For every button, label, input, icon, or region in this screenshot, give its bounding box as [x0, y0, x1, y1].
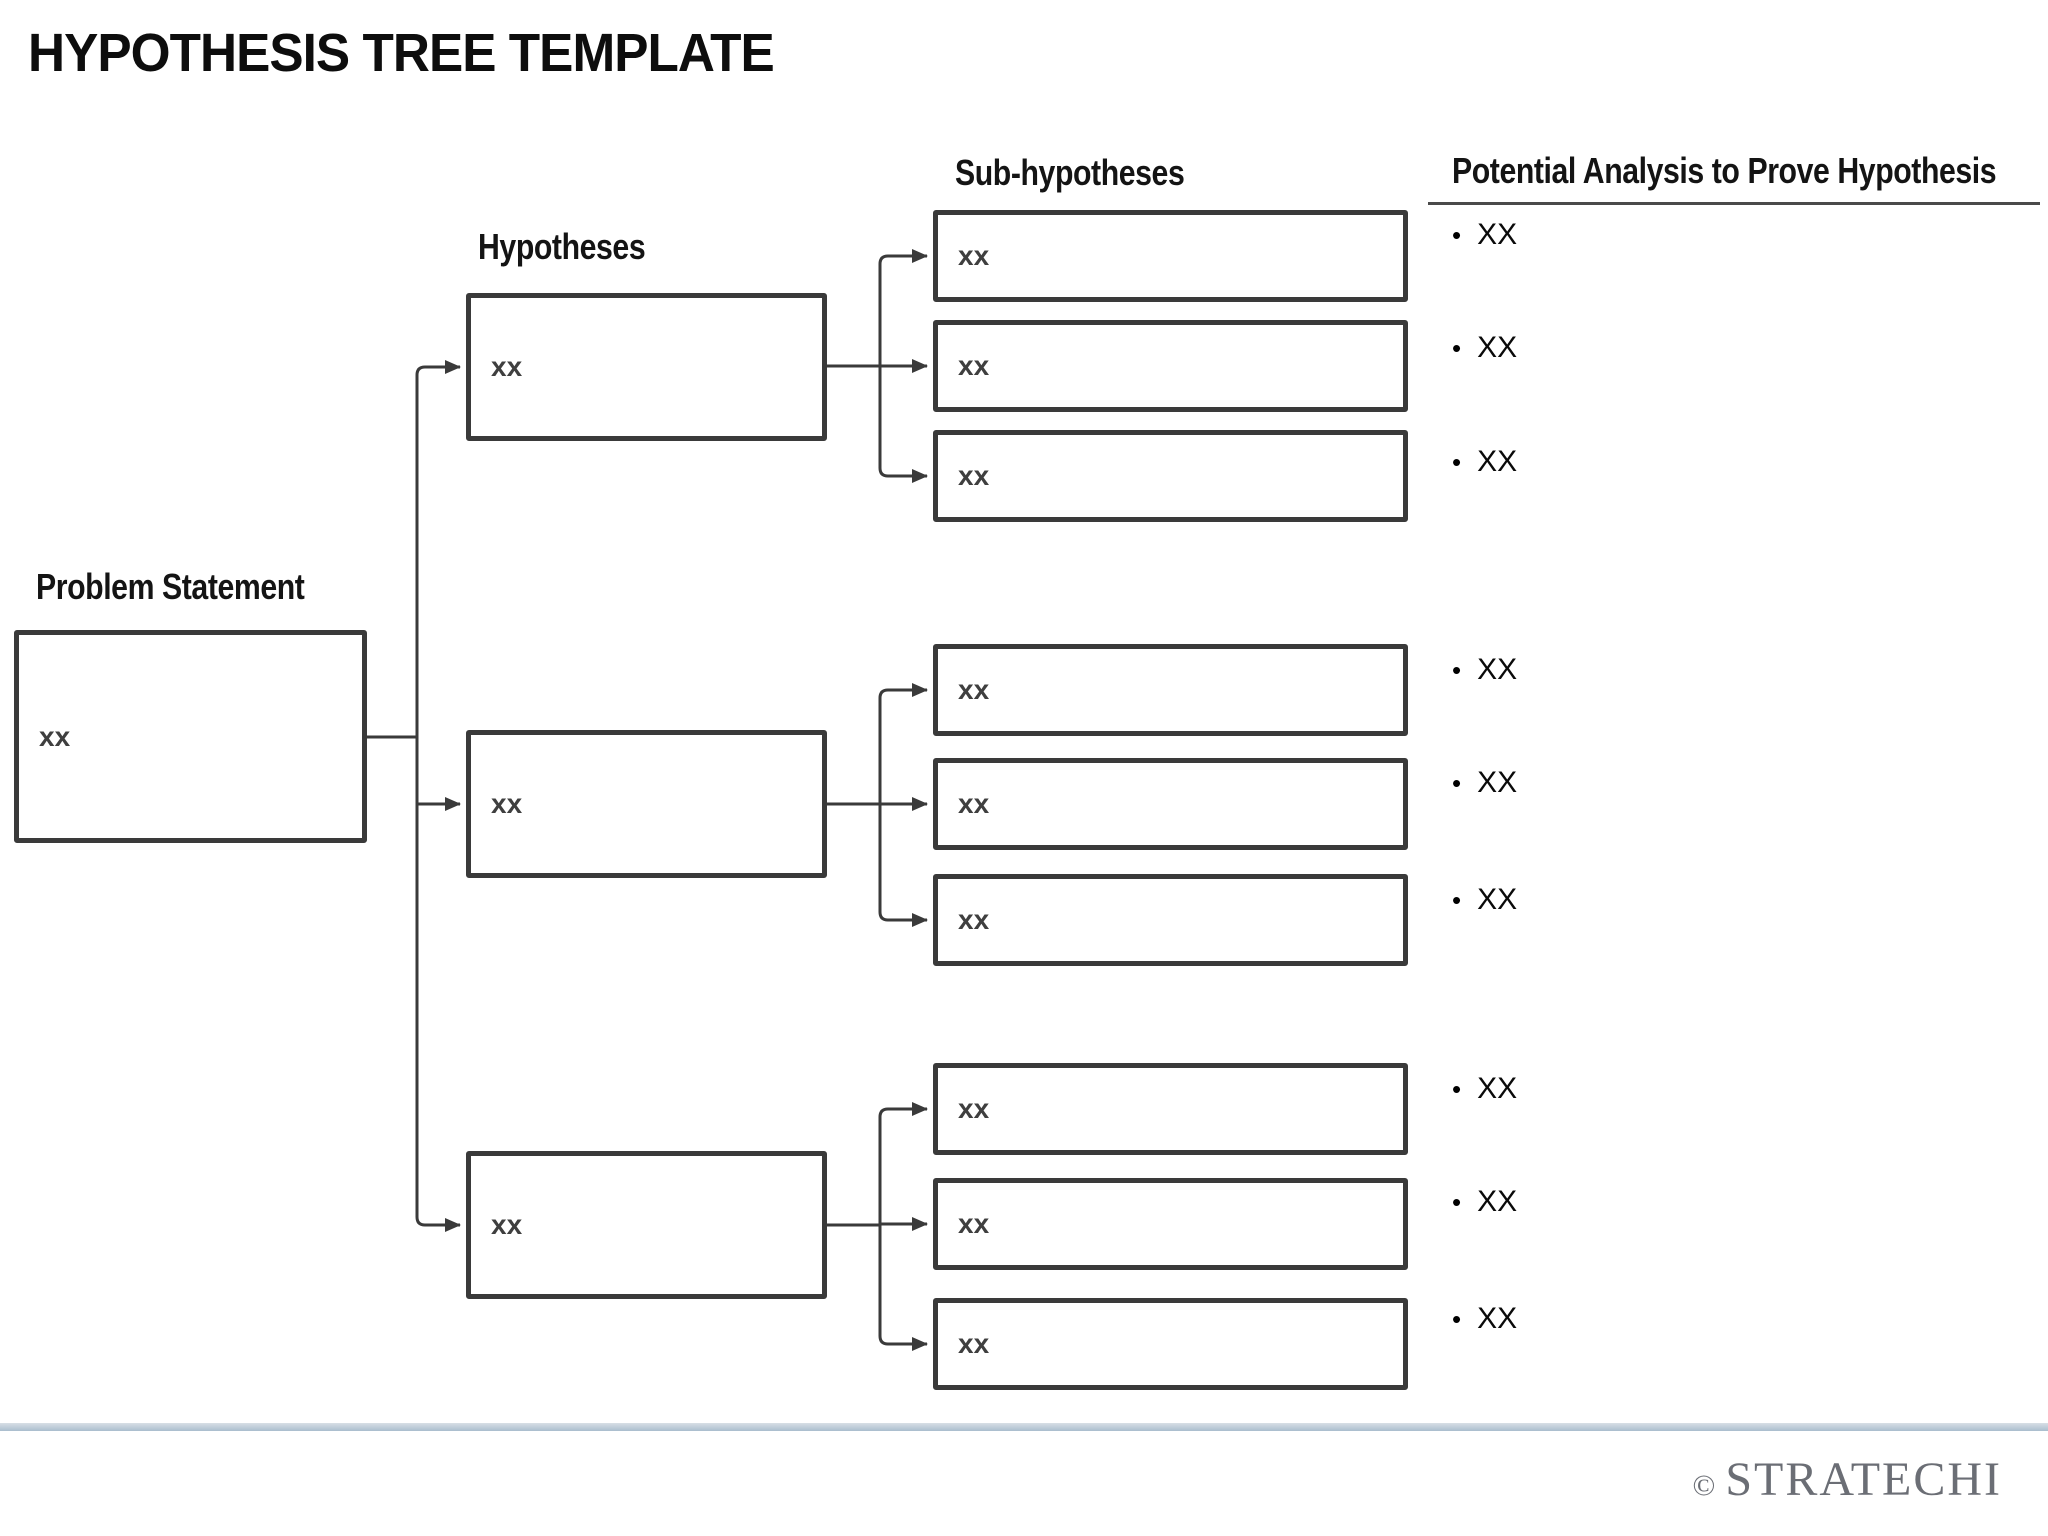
- analysis-bullet: • XX: [1452, 444, 1517, 480]
- bullet-label: XX: [1477, 653, 1518, 686]
- box-placeholder-label: xx: [958, 1093, 990, 1124]
- column-header-potential-analysis: Potential Analysis to Prove Hypothesis: [1452, 150, 1997, 191]
- analysis-bullet: • XX: [1452, 1301, 1517, 1337]
- box-placeholder-label: xx: [491, 351, 523, 382]
- bullet-label: XX: [1477, 883, 1518, 916]
- column-header-hypotheses: Hypotheses: [478, 226, 646, 267]
- bullet-dot: •: [1452, 885, 1462, 915]
- analysis-bullet: • XX: [1452, 217, 1517, 253]
- bullet-label: XX: [1477, 766, 1518, 799]
- arrow-g2-sub1: [878, 683, 928, 699]
- analysis-bullet: • XX: [1452, 1184, 1517, 1220]
- box-placeholder-label: xx: [958, 904, 990, 935]
- box-placeholder-label: xx: [958, 350, 990, 381]
- arrow-g3-sub1: [878, 1102, 928, 1118]
- bullet-dot: •: [1452, 768, 1462, 798]
- bullet-label: XX: [1477, 445, 1518, 478]
- box-placeholder-label: xx: [958, 240, 990, 271]
- bullet-dot: •: [1452, 333, 1462, 363]
- arrow-g1-sub1: [878, 249, 928, 265]
- brand-name: STRATECHI: [1725, 1453, 2002, 1506]
- bullet-dot: •: [1452, 447, 1462, 477]
- bullet-label: XX: [1477, 1072, 1518, 1105]
- box-placeholder-label: xx: [491, 788, 523, 819]
- column-header-problem-statement: Problem Statement: [36, 566, 305, 607]
- hypothesis-box-1: xx: [466, 293, 827, 441]
- bullet-label: XX: [1477, 1302, 1518, 1335]
- problem-statement-box: xx: [14, 630, 367, 843]
- sub-hypothesis-box-1-3: xx: [933, 430, 1408, 522]
- analysis-bullet: • XX: [1452, 882, 1517, 918]
- bullet-dot: •: [1452, 220, 1462, 250]
- box-placeholder-label: xx: [958, 460, 990, 491]
- sub-hypothesis-box-3-3: xx: [933, 1298, 1408, 1390]
- hypothesis-box-3: xx: [466, 1151, 827, 1299]
- analysis-bullet: • XX: [1452, 1071, 1517, 1107]
- box-placeholder-label: xx: [39, 720, 71, 752]
- arrow-g2-sub3: [878, 911, 928, 927]
- box-placeholder-label: xx: [958, 1208, 990, 1239]
- analysis-bullet: • XX: [1452, 765, 1517, 801]
- bullet-dot: •: [1452, 1304, 1462, 1334]
- box-placeholder-label: xx: [958, 788, 990, 819]
- header-underline: [1428, 202, 2040, 205]
- arrow-to-hypothesis-1: [415, 360, 461, 376]
- sub-hypothesis-box-2-1: xx: [933, 644, 1408, 736]
- footer-divider-bar: [0, 1423, 2048, 1431]
- bullet-dot: •: [1452, 1187, 1462, 1217]
- bullet-label: XX: [1477, 331, 1518, 364]
- arrow-g3-sub3: [878, 1335, 928, 1351]
- copyright-symbol: ©: [1692, 1469, 1716, 1502]
- analysis-bullet: • XX: [1452, 652, 1517, 688]
- bullet-label: XX: [1477, 218, 1518, 251]
- sub-hypothesis-box-3-2: xx: [933, 1178, 1408, 1270]
- box-placeholder-label: xx: [958, 674, 990, 705]
- arrow-g1-sub3: [878, 467, 928, 483]
- sub-hypothesis-box-3-1: xx: [933, 1063, 1408, 1155]
- analysis-bullet: • XX: [1452, 330, 1517, 366]
- sub-hypothesis-box-2-3: xx: [933, 874, 1408, 966]
- box-placeholder-label: xx: [958, 1328, 990, 1359]
- column-header-sub-hypotheses: Sub-hypotheses: [955, 152, 1185, 193]
- box-placeholder-label: xx: [491, 1209, 523, 1240]
- sub-hypothesis-box-1-2: xx: [933, 320, 1408, 412]
- sub-hypothesis-box-2-2: xx: [933, 758, 1408, 850]
- bullet-label: XX: [1477, 1185, 1518, 1218]
- bullet-dot: •: [1452, 1074, 1462, 1104]
- brand-logo: © STRATECHI: [1693, 1452, 2002, 1507]
- hypothesis-box-2: xx: [466, 730, 827, 878]
- bullet-dot: •: [1452, 655, 1462, 685]
- arrow-to-hypothesis-3: [415, 1216, 461, 1232]
- page-title: HYPOTHESIS TREE TEMPLATE: [28, 23, 775, 83]
- sub-hypothesis-box-1-1: xx: [933, 210, 1408, 302]
